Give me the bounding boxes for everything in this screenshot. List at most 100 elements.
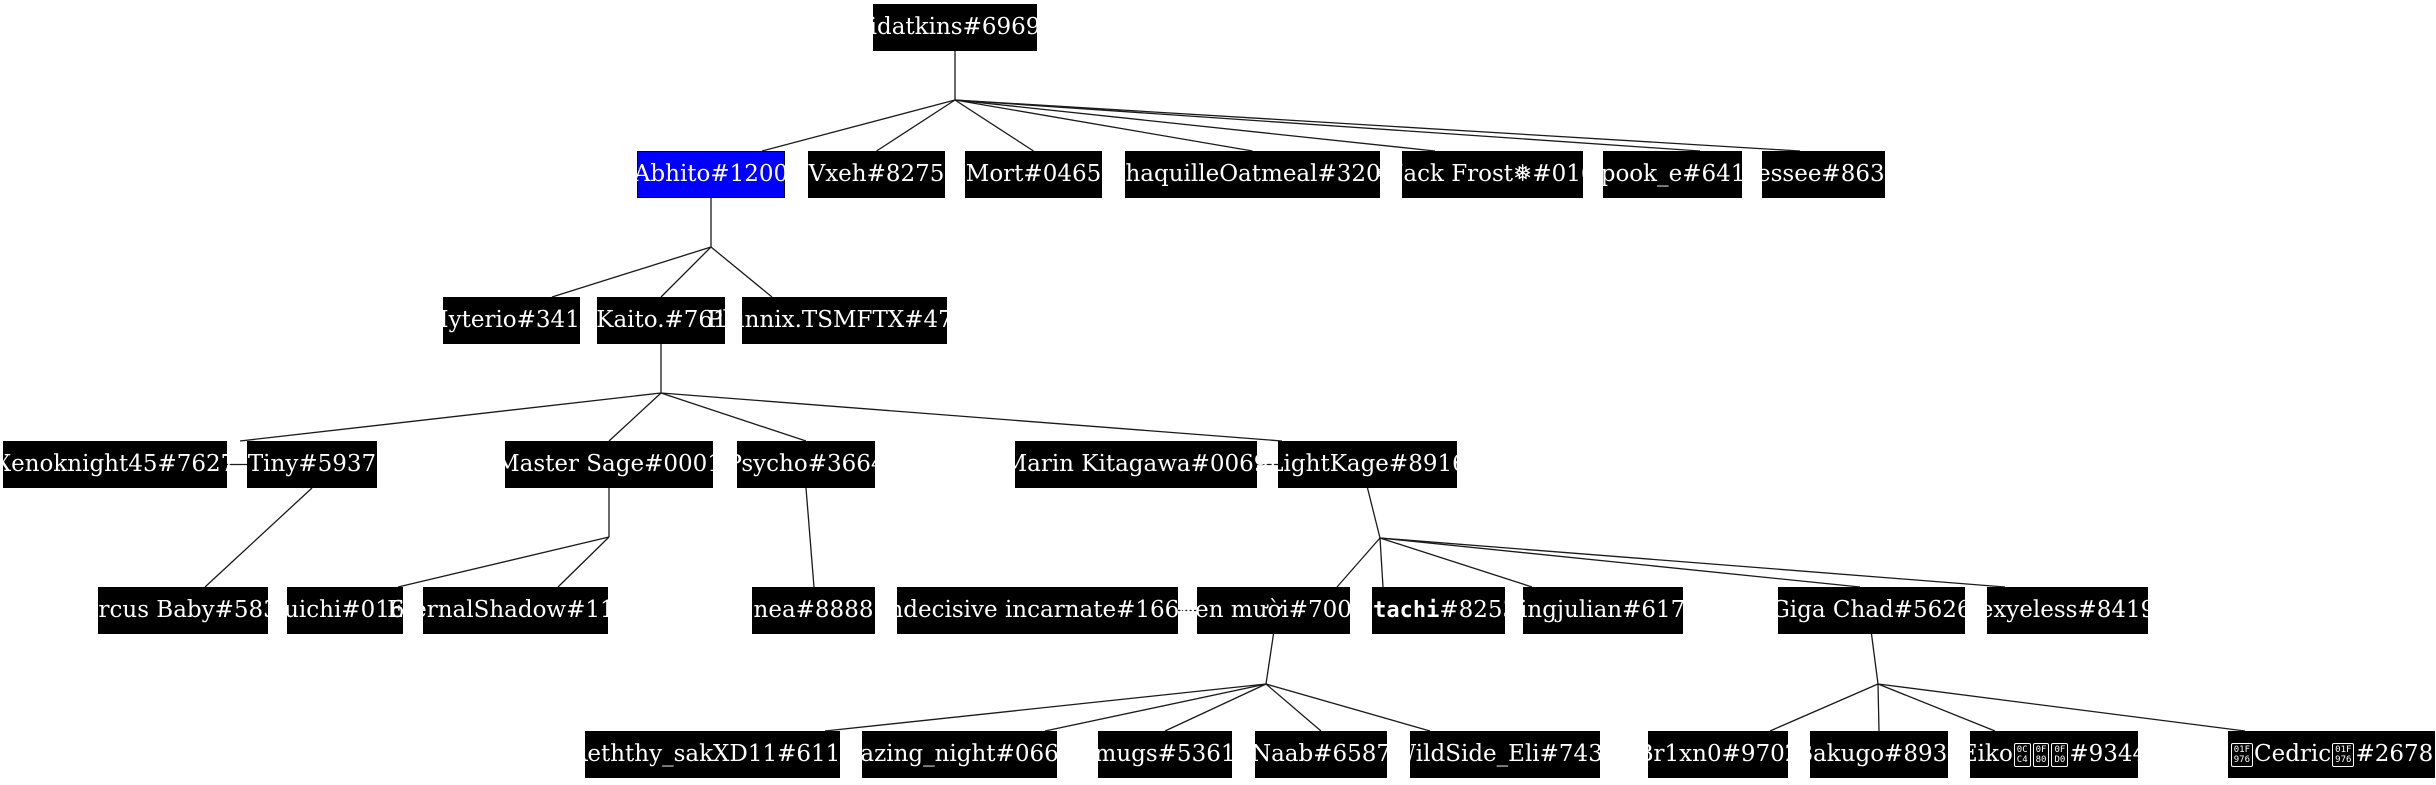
edge-ben_muoi-dazing_night — [1044, 683, 1267, 732]
tree-node-wildside_eli: WildSide_Eli#7434 — [1393, 731, 1617, 778]
edge-master_sage-yuichi — [397, 536, 610, 588]
node-label: Tiny#5937 — [247, 451, 377, 477]
edge-master_sage-eternalshadow — [557, 536, 610, 588]
node-label: Abhito#1200 — [633, 161, 789, 187]
tree-node-itachi: Itachi#8253 — [1360, 587, 1517, 634]
tree-node-kaito: ! Kaito.#7610 — [580, 297, 742, 344]
node-label: Master Sage#0001 — [496, 451, 722, 477]
edge-ben_muoi-reththy — [824, 683, 1267, 732]
node-label: ❅Jack Frost❅#0162 — [1374, 161, 1611, 187]
node-label: Xenoknight45#7627 — [0, 451, 236, 477]
edge-lightkage-giga_chad — [1379, 537, 1861, 588]
node-label: Bakugo#8931 — [1796, 741, 1962, 767]
edge-idatkins-spook_e — [954, 99, 1701, 152]
tree-node-giga_chad: Giga Chad#5626 — [1771, 587, 1972, 634]
tree-node-indecisive_incarnate: indecisive incarnate#1664 — [881, 587, 1194, 634]
tree-node-ben_muoi: ben mười#7003 — [1180, 587, 1367, 634]
tofu-hex-row: D0 — [2054, 754, 2066, 765]
node-label: Psycho#3664 — [726, 451, 886, 477]
node-label: Yuichi#0165 — [270, 597, 420, 623]
tree-node-spook_e: Spook_e#6415 — [1585, 151, 1760, 198]
tree-node-hyterio: Hyterio#3414 — [429, 297, 594, 344]
edge-giga_chad-br1xn0 — [1769, 683, 1879, 732]
edge-ben_muoi-naab — [1265, 683, 1322, 732]
edge-idatkins-vxeh — [876, 99, 956, 152]
node-label: exyeless#8419 — [1979, 597, 2156, 623]
node-label: Vxeh#8275 — [808, 161, 945, 187]
tree-node-psycho: Psycho#3664 — [727, 441, 886, 488]
edge-giga_chad-eiko — [1877, 683, 1996, 732]
node-label: Mort#0465 — [965, 161, 1102, 187]
tofu-hex-row: 80 — [2035, 754, 2047, 765]
node-label: kingjulian#6176 — [1506, 597, 1700, 623]
tree-node-marin_kitagawa: Marin Kitagawa#0069 — [1004, 441, 1268, 488]
edge-ben_muoi-wildside_eli — [1265, 683, 1431, 732]
tree-node-circus_baby: Circus Baby#5836 — [74, 587, 292, 634]
tofu-hex-row: C4 — [2016, 754, 2028, 765]
node-label: idatkins#6969 — [869, 14, 1041, 40]
node-label-part: Cedric — [2254, 741, 2332, 767]
node-label: ! Kaito.#7610 — [579, 307, 743, 333]
tree-node-exyeless: exyeless#8419 — [1980, 587, 2155, 634]
tree-node-tiny: Tiny#5937 — [247, 441, 377, 488]
node-label: Naab#6587 — [1250, 741, 1392, 767]
node-label: ShaquilleOatmeal#3208 — [1109, 161, 1396, 187]
node-label: ben mười#7003 — [1180, 597, 1367, 623]
edge-psycho-nea — [805, 487, 815, 588]
edge-idatkins-jessee — [954, 99, 1801, 152]
tree-node-yuichi: Yuichi#0165 — [271, 587, 419, 634]
node-label-part: #9344 — [2069, 741, 2148, 767]
tree-node-jack_frost: ❅Jack Frost❅#0162 — [1375, 151, 1610, 198]
node-label: LightKage#8916 — [1268, 451, 1467, 477]
tree-node-reththy: Reththy_sakXD11#6113 — [570, 731, 855, 778]
edge-ben_muoi-mugs — [1164, 683, 1267, 732]
edge-lightkage-itachi — [1379, 537, 1384, 588]
edge-stub-lightkage — [1366, 487, 1381, 539]
node-label-part: Itachi — [1359, 597, 1440, 623]
edge-abhito-phinnix — [710, 246, 773, 298]
edge-idatkins-abhito — [761, 99, 956, 152]
tree-node-lightkage: LightKage#8916 — [1268, 441, 1467, 488]
edge-stub-giga_chad — [1870, 633, 1879, 685]
node-label: Giga Chad#5626 — [1771, 597, 1972, 623]
tree-node-xenoknight45: Xenoknight45#7627 — [0, 441, 235, 488]
edge-lightkage-ben_muoi — [1336, 537, 1381, 588]
tofu-hex-row: 01F — [2233, 744, 2250, 755]
edge-kaito-psycho — [660, 392, 807, 442]
node-label: Spook_e#6415 — [1584, 161, 1761, 187]
node-label-part: #8253 — [1439, 597, 1518, 623]
edge-stub-ben_muoi — [1265, 633, 1275, 685]
node-label: Br1xn0#9702 — [1636, 741, 1800, 767]
tree-node-abhito: Abhito#1200 — [633, 151, 789, 198]
tree-node-bakugo: Bakugo#8931 — [1796, 731, 1962, 778]
node-label: WildSide_Eli#7434 — [1392, 741, 1618, 767]
tree-node-dazing_night: dazing_night#0664 — [846, 731, 1073, 778]
edge-abhito-kaito — [660, 246, 712, 298]
tofu-hex-row: 01F — [2335, 744, 2352, 755]
node-label: mugs#5361 — [1094, 741, 1236, 767]
edge-giga_chad-bakugo — [1877, 683, 1880, 732]
edge-tiny-circus_baby — [204, 487, 313, 588]
edge-idatkins-shaquilleoatmeal — [954, 99, 1253, 152]
tree-node-kingjulian: kingjulian#6176 — [1506, 587, 1700, 634]
edge-lightkage-kingjulian — [1379, 537, 1533, 588]
tofu-hex-row: 0C — [2016, 744, 2028, 755]
tofu-hex-row: 0F — [2035, 744, 2047, 755]
edge-idatkins-mort — [954, 99, 1034, 152]
node-label: Jessee#8633 — [1747, 161, 1900, 187]
node-label-part: Eiko — [1960, 741, 2013, 767]
tree-node-naab: Naab#6587 — [1251, 731, 1391, 778]
edge-lightkage-exyeless — [1379, 537, 2006, 588]
tofu-hex-row: 0F — [2054, 744, 2066, 755]
node-label-part: #2678 — [2355, 741, 2434, 767]
tree-node-nea: nea#8888 — [752, 587, 875, 634]
tree-node-mort: Mort#0465 — [965, 151, 1102, 198]
tofu-hex-row: 976 — [2233, 754, 2250, 765]
